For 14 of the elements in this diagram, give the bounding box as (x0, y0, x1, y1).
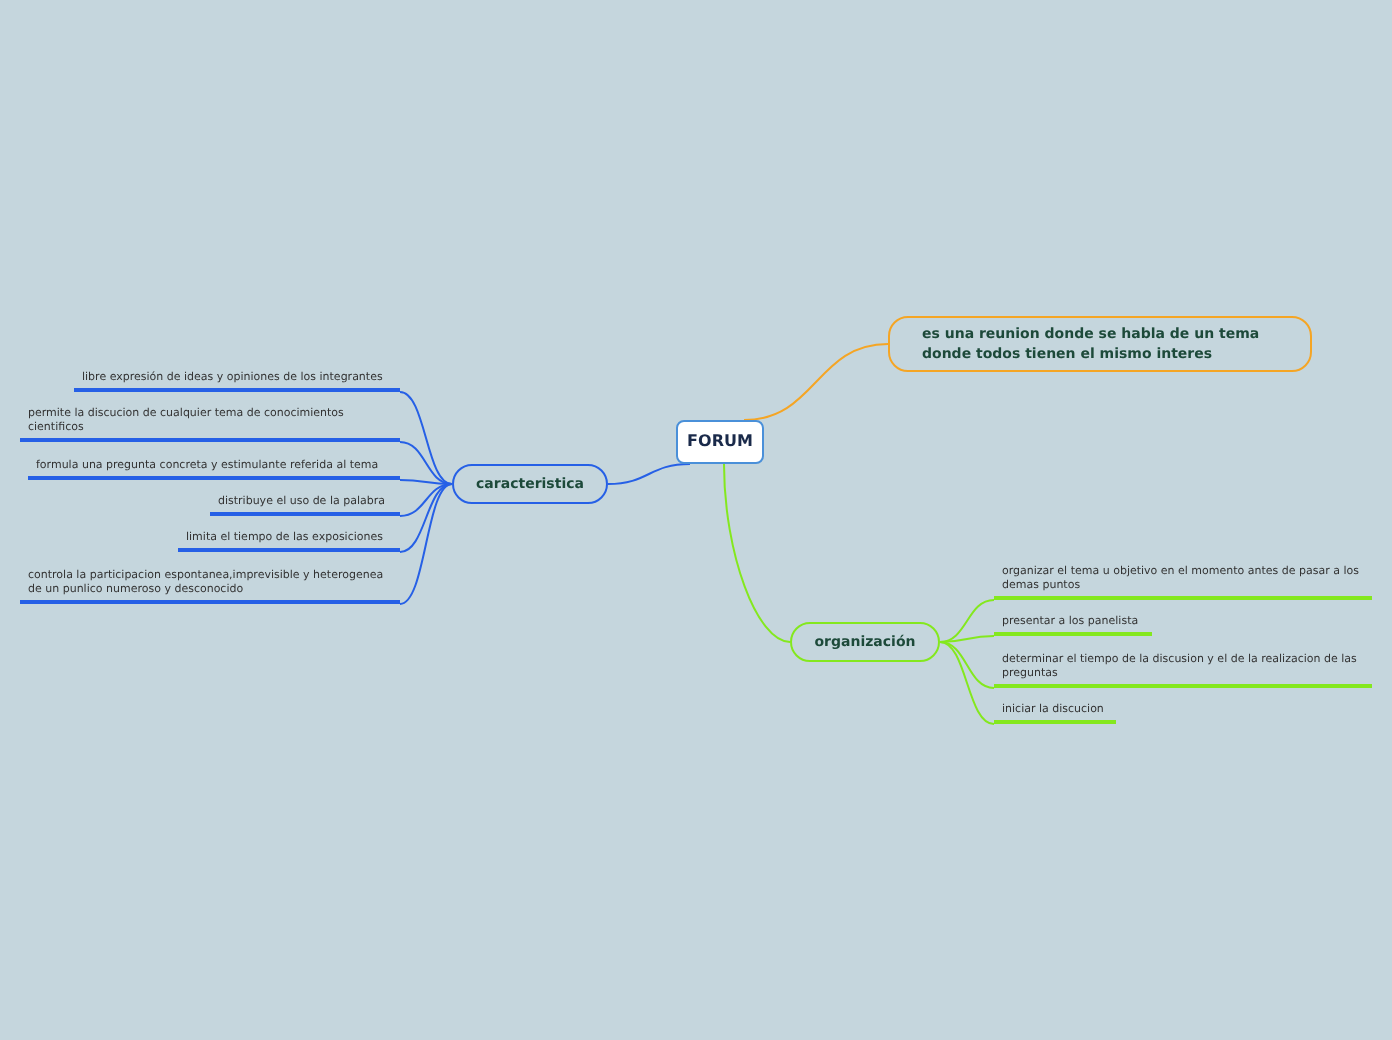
connector-line (399, 479, 453, 485)
central-topic-box: FORUM (676, 420, 764, 464)
connector-line (939, 641, 995, 689)
connector-line (399, 483, 453, 553)
connector-line (399, 483, 453, 517)
connector-line (607, 463, 691, 485)
connector-line (939, 635, 995, 643)
connector-line (939, 599, 995, 643)
connector-line (723, 463, 791, 643)
connector-line (939, 641, 995, 725)
connector-line (399, 391, 453, 485)
connector-line (743, 343, 889, 421)
connector-line (399, 441, 453, 485)
connector-line (399, 483, 453, 605)
